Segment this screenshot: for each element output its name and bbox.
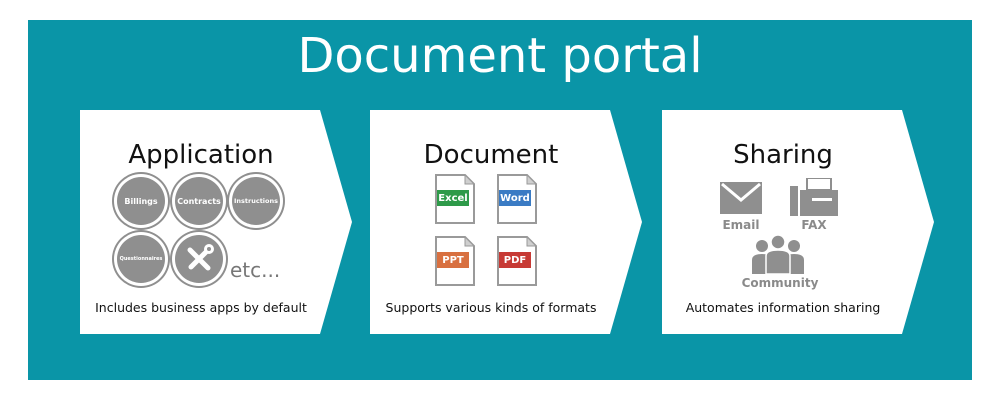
app-label: Questionnaires: [119, 256, 163, 262]
format-label: PDF: [499, 252, 531, 268]
tools-icon: [175, 235, 223, 283]
arrow-shape: [662, 110, 934, 334]
fax-icon: [790, 178, 838, 216]
format-label: Excel: [437, 190, 469, 206]
format-label: PPT: [437, 252, 469, 268]
pdf-file-icon: PDF: [497, 235, 538, 286]
excel-file-icon: Excel: [435, 173, 476, 224]
word-file-icon: Word: [497, 173, 538, 224]
email-label: Email: [722, 218, 760, 232]
community-label: Community: [741, 276, 819, 290]
app-billings-icon: Billings: [117, 177, 165, 225]
ppt-file-icon: PPT: [435, 235, 476, 286]
app-questionnaires-icon: Questionnaires: [117, 235, 165, 283]
app-label: Contracts: [177, 196, 221, 206]
panel-caption: Supports various kinds of formats: [385, 300, 597, 315]
etc-label: etc...: [230, 258, 281, 282]
app-contracts-icon: Contracts: [175, 177, 223, 225]
format-label: Word: [499, 190, 531, 206]
panel-document: Document Excel Word PPT PDF Supports var…: [370, 110, 642, 334]
panel-application: Application Billings Contracts Instructi…: [80, 110, 352, 334]
page-title: Document portal: [297, 28, 703, 84]
email-icon: [720, 182, 762, 214]
panel-caption: Automates information sharing: [685, 300, 881, 315]
panel-caption: Includes business apps by default: [95, 300, 307, 315]
panel-sharing: Sharing Email FAX Community Automates in…: [662, 110, 934, 334]
fax-label: FAX: [801, 218, 827, 232]
panel-title: Sharing: [733, 140, 833, 170]
community-icon: [752, 234, 804, 274]
app-instructions-icon: Instructions: [232, 177, 280, 225]
app-label: Instructions: [233, 197, 278, 205]
panel-title: Document: [423, 140, 559, 170]
app-label: Billings: [124, 196, 158, 206]
panel-title: Application: [128, 140, 274, 170]
